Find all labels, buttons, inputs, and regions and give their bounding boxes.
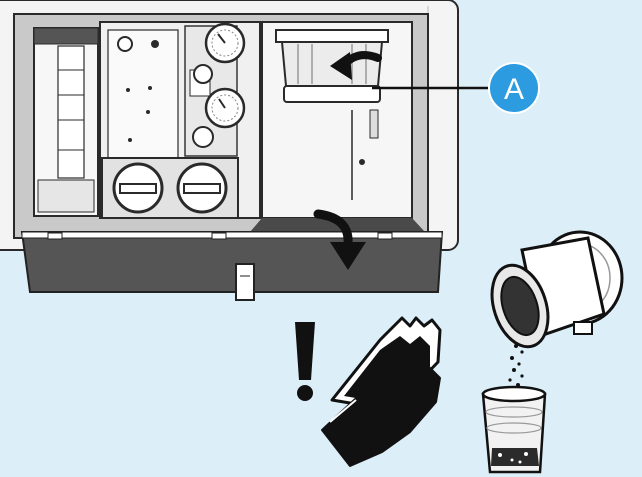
callout-label: A bbox=[504, 73, 524, 106]
falling-particles bbox=[508, 344, 523, 387]
pressure-gauge-lower-icon bbox=[206, 89, 244, 127]
filter-cartridge-icon bbox=[482, 232, 622, 354]
protective-gloves-icon bbox=[322, 318, 440, 466]
front-door bbox=[22, 232, 442, 300]
caution-exclamation-icon bbox=[295, 322, 315, 401]
waste-cup-icon bbox=[483, 387, 545, 472]
water-tank bbox=[34, 28, 98, 216]
valve-block bbox=[102, 158, 238, 218]
pressure-gauge-upper-icon bbox=[206, 24, 244, 62]
